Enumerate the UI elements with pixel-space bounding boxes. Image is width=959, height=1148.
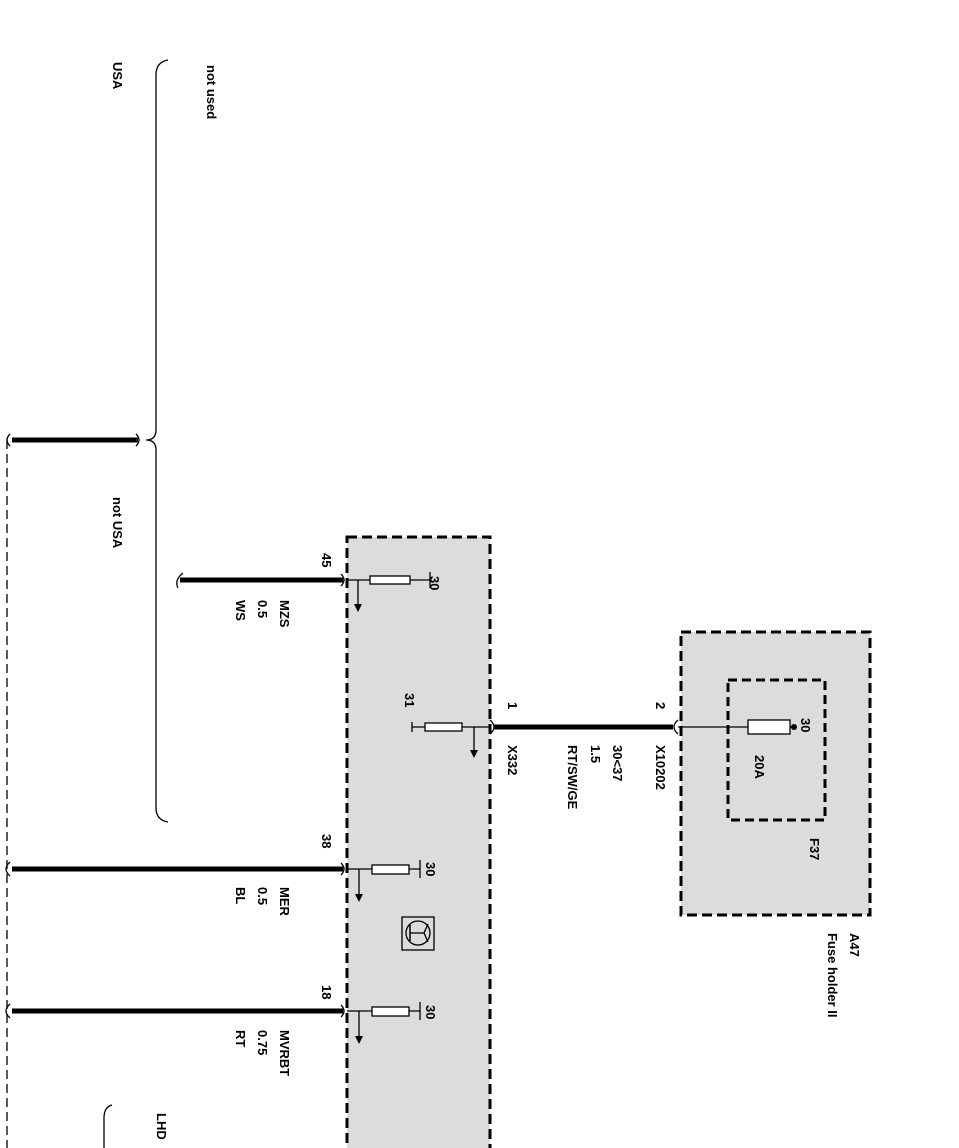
module-box [345,535,492,1148]
fuse-id: F37 [807,838,822,860]
lhd-brace [103,1104,113,1148]
fuse-pin-number: 2 [653,702,668,709]
label-usa: USA [110,62,125,90]
fuse-connector-label: X10202 [653,745,668,790]
wire-size: 0.5 [255,600,270,618]
terminal-label: 30 [427,576,442,590]
label-not-usa: not USA [110,497,125,549]
terminal-label: 30 [423,1005,438,1019]
wire-color: RT/SW/GE [565,745,580,810]
pin-number: 45 [319,553,334,567]
fuse-terminal: 30 [798,718,813,732]
fuse-holder-box [679,630,872,917]
ground-arrow-icon [354,604,362,612]
pin-45-circuit: 45 30 MZS 0.5 WS [176,553,442,628]
wire-size: 0.5 [255,887,270,905]
ground-arrow-icon [355,1036,363,1044]
wire-code: MER [277,887,292,917]
pin-number: 38 [319,834,334,848]
pin-number: 18 [319,985,334,999]
pin-18-circuit: 18 30 MVRBT 0.75 RT [5,985,438,1076]
fuse-box [726,678,827,822]
resistor-icon [424,722,463,732]
label-lhd: LHD [154,1113,169,1140]
wire-color: RT [233,1030,248,1047]
transistor-icon [401,916,435,951]
resistor-icon [371,864,410,875]
terminal-label: 30 [423,862,438,876]
resistor-icon [371,1006,410,1017]
ground-arrow-icon [470,750,478,758]
connector-label: X332 [505,745,520,775]
wire-code: MZS [277,600,292,628]
wire-code: 30<37 [610,745,625,782]
fuse-holder-id: A47 [847,933,862,957]
terminal-label: 31 [402,693,417,707]
resistor-icon [369,575,411,585]
fuse-rating: 20A [752,755,767,779]
label-not-used: not used [204,65,219,119]
pin-1-circuit: 31 1 X332 30<37 1.5 RT/SW/GE 2 X10202 [402,693,679,810]
fuse-f37: 30 20A F37 [678,718,822,860]
wire-size: 1.5 [588,745,603,763]
fuse-holder-name: Fuse holder II [825,933,840,1018]
fuse-icon [747,719,791,735]
pin-number: 1 [505,702,520,709]
pin-38-circuit: 38 30 MER 0.5 BL [5,834,438,917]
wire-code: MVRBT [277,1030,292,1076]
wire-color: WS [233,600,248,621]
ground-arrow-icon [355,894,363,902]
wire-size: 0.75 [255,1030,270,1055]
variant-brace [145,59,169,823]
wire-color: BL [233,887,248,904]
